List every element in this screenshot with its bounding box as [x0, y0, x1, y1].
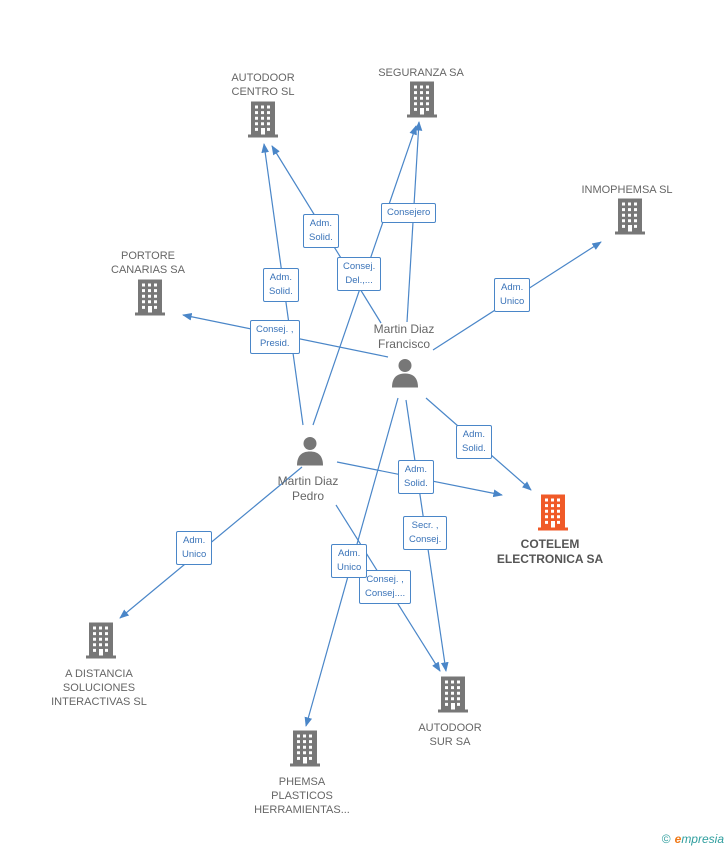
company-name-label[interactable]: INMOPHEMSA SL [581, 184, 673, 196]
company-building-icon[interactable] [86, 622, 116, 664]
edge-role-label[interactable]: Consej. Del.,... [337, 257, 382, 291]
edge-role-label[interactable]: Adm. Unico [331, 544, 368, 578]
edge-role-label[interactable]: Adm. Solid. [263, 268, 299, 302]
copyright-symbol: © [661, 832, 671, 846]
focus-company-building-icon[interactable] [538, 494, 568, 536]
brand-first-letter: e [674, 832, 682, 846]
company-building-icon[interactable] [407, 81, 437, 123]
company-building-icon[interactable] [248, 101, 278, 143]
edge-role-label[interactable]: Adm. Unico [494, 278, 531, 312]
company-building-icon[interactable] [290, 730, 320, 772]
edge-role-label[interactable]: Consej. , Presid. [250, 320, 300, 354]
person-icon[interactable] [295, 436, 325, 471]
brand-name-rest: mpresia [681, 832, 724, 846]
edge-role-label[interactable]: Secr. , Consej. [403, 516, 448, 550]
company-name-label[interactable]: PORTORE CANARIAS SA [111, 250, 185, 276]
company-name-label[interactable]: AUTODOOR SUR SA [418, 722, 482, 748]
edge-role-label[interactable]: Adm. Solid. [456, 425, 492, 459]
company-building-icon[interactable] [438, 676, 468, 718]
company-name-label[interactable]: COTELEM ELECTRONICA SA [496, 537, 604, 566]
edge-role-label[interactable]: Consej. , Consej.... [359, 570, 412, 604]
edge-role-label[interactable]: Adm. Unico [176, 531, 213, 565]
edges-layer [119, 121, 602, 727]
brand-watermark: ©empresia [662, 832, 724, 846]
person-name-label[interactable]: Martin Diaz Francisco [373, 322, 435, 351]
company-name-label[interactable]: AUTODOOR CENTRO SL [231, 72, 295, 98]
company-name-label[interactable]: A DISTANCIA SOLUCIONES INTERACTIVAS SL [51, 668, 147, 708]
person-icon[interactable] [390, 358, 420, 393]
company-name-label[interactable]: SEGURANZA SA [378, 67, 464, 79]
company-name-label[interactable]: PHEMSA PLASTICOS HERRAMIENTAS... [254, 776, 350, 816]
edge-role-label[interactable]: Adm. Solid. [398, 460, 434, 494]
company-building-icon[interactable] [615, 198, 645, 240]
edge-role-label[interactable]: Consejero [381, 203, 437, 223]
person-name-label[interactable]: Martin Diaz Pedro [277, 474, 339, 503]
company-building-icon[interactable] [135, 279, 165, 321]
edge-role-label[interactable]: Adm. Solid. [303, 214, 339, 248]
